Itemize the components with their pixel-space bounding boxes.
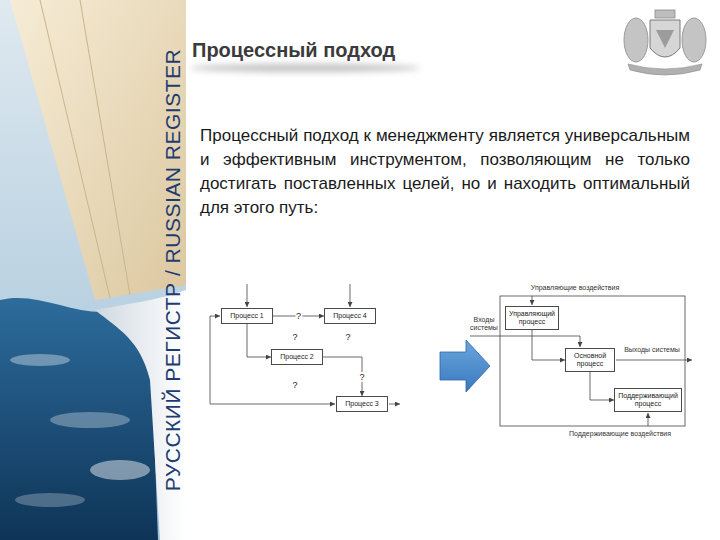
sailboat-photo [0, 0, 186, 540]
process-label: Поддерживающий процесс [617, 392, 679, 408]
connector-label: ? [295, 311, 302, 321]
connector [532, 330, 565, 360]
left-diagram-wires [210, 284, 400, 404]
connector [323, 357, 362, 396]
connector-label: ? [358, 372, 365, 382]
process-label: Процесс 2 [274, 353, 320, 361]
process-box: Поддерживающий процесс [614, 388, 682, 412]
title-shadow [190, 64, 420, 72]
process-box: Процесс 2 [271, 349, 323, 365]
sail-seam [80, 0, 130, 295]
output-label: Выходы системы [622, 346, 682, 354]
question-mark: ? [292, 332, 297, 342]
process-box: Процесс 4 [324, 308, 376, 324]
sky [0, 0, 186, 540]
question-mark: ? [292, 380, 297, 390]
influence-label: Управляющие воздействия [515, 284, 635, 292]
input-label: Входы системы [468, 316, 500, 332]
process-label: Процесс 4 [327, 312, 373, 320]
connector [247, 324, 271, 357]
sail-seam [40, 0, 110, 298]
wave-foam [15, 493, 85, 507]
slide-title: Процессный подход [192, 38, 395, 62]
influence-label: Поддерживающие воздействия [560, 430, 680, 438]
system-boundary [500, 296, 685, 426]
right-diagram-wires [470, 296, 692, 426]
process-box: Процесс 3 [336, 396, 388, 412]
process-box: Основной процесс [565, 348, 615, 372]
process-label: Основной процесс [568, 352, 612, 368]
process-box: Процесс 1 [221, 308, 273, 324]
connector [590, 372, 614, 400]
process-box: Управляющий процесс [505, 306, 559, 330]
coat-of-arms [624, 10, 706, 75]
body-text: Процессный подход к менеджменту является… [200, 124, 690, 220]
process-label: Процесс 3 [339, 400, 385, 408]
wave-foam [50, 412, 130, 428]
transition-arrow [440, 340, 490, 392]
watermark: РУССКИЙ РЕГИСТР / RUSSIAN REGISTER [159, 0, 187, 540]
wave-foam [90, 460, 150, 480]
sail [10, 0, 186, 300]
process-label: Процесс 1 [224, 312, 270, 320]
process-label: Управляющий процесс [508, 310, 556, 326]
question-mark: ? [345, 332, 350, 342]
wave-foam [10, 354, 70, 366]
